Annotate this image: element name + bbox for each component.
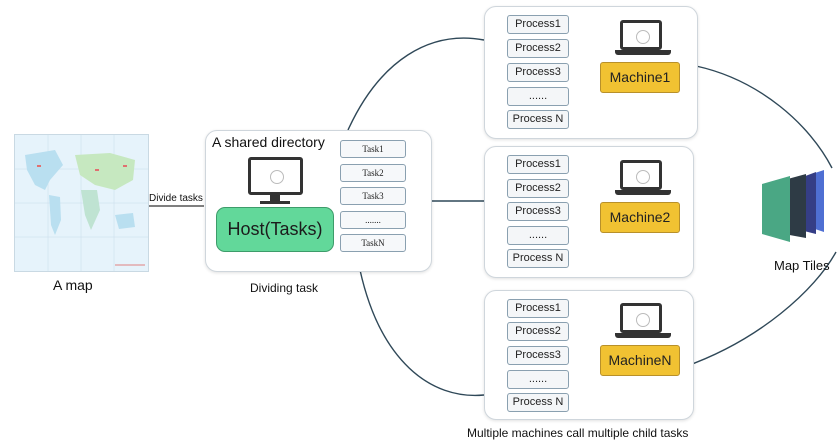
machine2-box: Machine2 [600,202,680,233]
process-item: Process1 [507,155,569,174]
process-item: Process1 [507,299,569,318]
process-item: Process3 [507,63,569,82]
divide-tasks-label: Divide tasks [149,193,203,204]
arc-machine1-to-tiles [695,65,833,169]
arc-to-machine1 [347,37,485,131]
task-item: TaskN [340,234,406,252]
process-item: Process1 [507,15,569,34]
process-item: ...... [507,87,569,106]
machines-caption: Multiple machines call multiple child ta… [467,426,689,440]
host-computer-icon [248,157,303,204]
process-item: Process2 [507,39,569,58]
process-item: Process N [507,393,569,412]
world-map-image [14,134,149,272]
arc-to-machineN [359,269,485,397]
machine1-box: Machine1 [600,62,680,93]
process-item: Process N [507,249,569,268]
map-tiles-label: Map Tiles [774,258,830,273]
process-item: ...... [507,226,569,245]
process-item: Process2 [507,179,569,198]
task-item: ....... [340,211,406,229]
arc-machineN-to-tiles [683,251,837,368]
laptop-icon [615,303,671,338]
task-item: Task2 [340,164,406,182]
laptop-icon [615,160,671,195]
dividing-task-caption: Dividing task [250,281,319,295]
process-item: Process3 [507,202,569,221]
shared-directory-title: A shared directory [212,134,325,150]
process-item: Process N [507,110,569,129]
map-tiles-icon [762,170,824,242]
host-tasks-box: Host(Tasks) [216,207,334,252]
tile-layer [762,176,790,242]
task-item: Task3 [340,187,406,205]
laptop-icon [615,20,671,55]
process-item: Process3 [507,346,569,365]
machineN-box: MachineN [600,345,680,376]
task-item: Task1 [340,140,406,158]
process-item: Process2 [507,322,569,341]
map-caption: A map [53,277,93,293]
process-item: ...... [507,370,569,389]
